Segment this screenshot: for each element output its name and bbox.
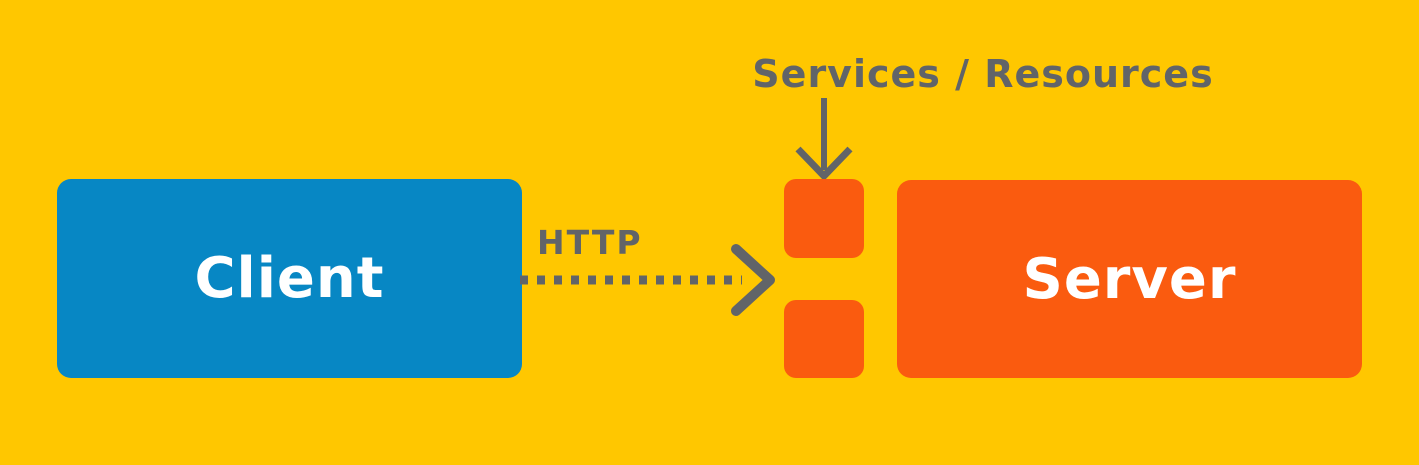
client-node-label: Client <box>194 246 385 311</box>
http-arrow-icon <box>520 244 775 316</box>
server-node: Server <box>897 180 1362 378</box>
http-label: HTTP <box>537 223 643 262</box>
client-node: Client <box>57 179 522 378</box>
services-pointer-arrow-icon <box>795 98 853 182</box>
services-resources-label: Services / Resources <box>752 52 1214 96</box>
resource-square-top <box>784 179 864 258</box>
resource-square-bottom <box>784 300 864 378</box>
server-node-label: Server <box>1022 246 1237 312</box>
